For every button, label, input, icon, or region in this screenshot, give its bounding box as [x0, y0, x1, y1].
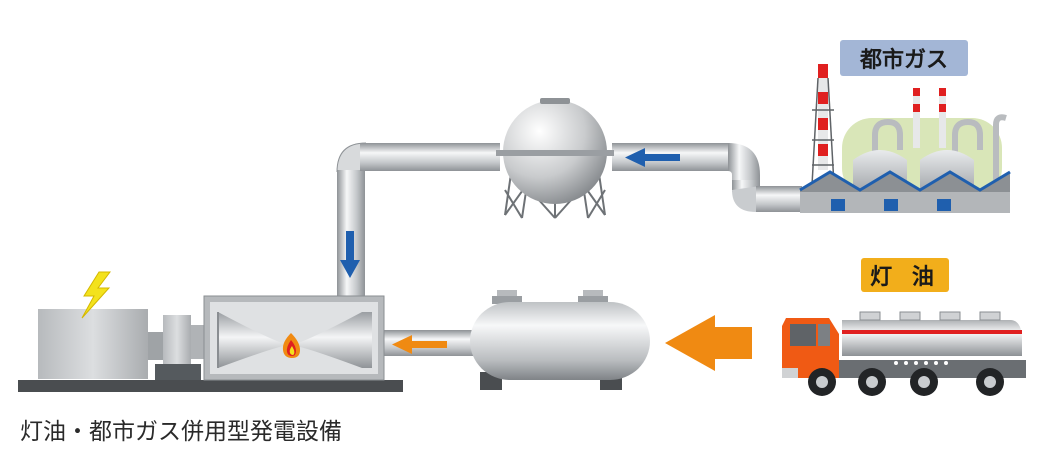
oil-storage-tank [470, 290, 650, 390]
gas-plant [799, 64, 1011, 213]
chimneys [913, 88, 946, 148]
gas-arrow-down [340, 231, 360, 278]
gas-holder-sphere [496, 98, 614, 219]
gas-plant-tower [811, 64, 835, 186]
oil-arrow-small [392, 335, 447, 354]
oil-flow-arrows [392, 315, 752, 371]
gas-flow-arrows [340, 148, 680, 278]
gas-arrow-left [625, 148, 680, 167]
oil-arrow-large [665, 315, 752, 371]
kerosene-label: 灯 油 [861, 258, 949, 292]
city-gas-label: 都市ガス [840, 40, 968, 76]
tanker-truck [782, 311, 1026, 396]
combustion-chamber [203, 295, 385, 381]
flame-icon [282, 333, 300, 358]
diagram-caption: 灯油・都市ガス併用型発電設備 [20, 419, 342, 445]
lightning-icon [81, 271, 111, 319]
generator [18, 271, 403, 392]
